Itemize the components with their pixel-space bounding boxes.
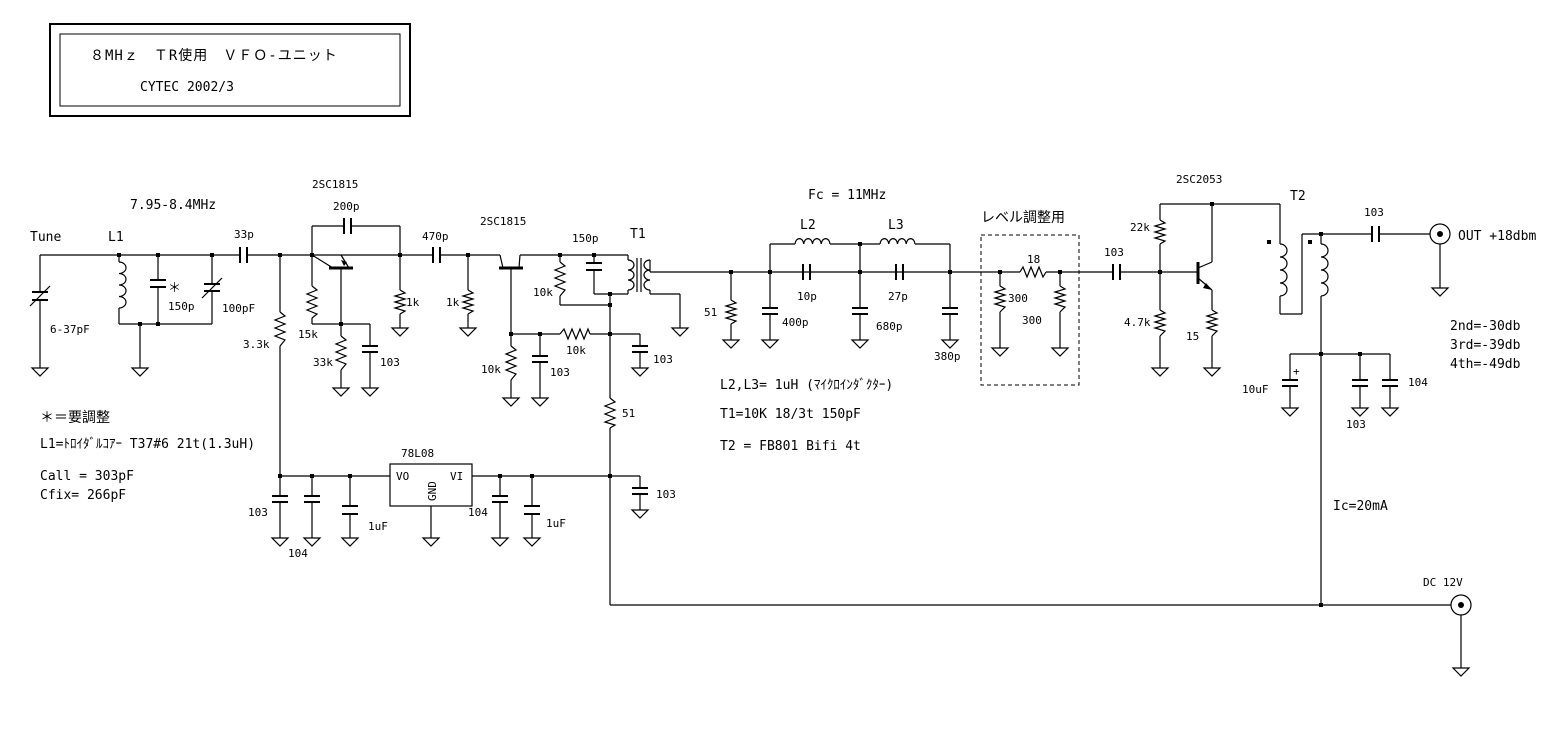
ic-label: Ic=20mA (1333, 499, 1388, 514)
r15k-label: 15k (298, 328, 318, 341)
out-label: OUT +18dbm (1458, 229, 1536, 244)
harmonic-3rd: 3rd=-39db (1450, 338, 1521, 353)
c104-reg-l-label: 104 (288, 547, 308, 560)
c104-reg-r-label: 104 (468, 506, 488, 519)
c470p-label: 470p (422, 230, 449, 243)
c10uf-label: 10uF (1242, 383, 1269, 396)
connectors (1429, 223, 1472, 616)
regulator-78l08: 78L08 VO VI GND (389, 447, 473, 507)
r1k-b-label: 1k (446, 296, 460, 309)
c103-out-label: 103 (1364, 206, 1384, 219)
c10p-label: 10p (797, 290, 817, 303)
note-l2-l3: L2,L3= 1uH (ﾏｲｸﾛｲﾝﾀﾞｸﾀｰ) (720, 378, 893, 393)
note-t2: T2 = FB801 Bifi 4t (720, 439, 861, 454)
r15-label: 15 (1186, 330, 1199, 343)
c103-b2-label: 103 (550, 366, 570, 379)
c1uf-l-label: 1uF (368, 520, 388, 533)
vc-100-label: 100pF (222, 302, 255, 315)
r10k-t1-label: 10k (533, 286, 553, 299)
vc-tune-label: 6-37pF (50, 323, 90, 336)
title-line2: CYTEC 2002/3 (140, 80, 234, 95)
regulator-vi: VI (450, 470, 463, 483)
c400p-label: 400p (782, 316, 809, 329)
c104-dec-label: 104 (1408, 376, 1428, 389)
note-call: Call = 303pF (40, 469, 134, 484)
asterisk-label: ＊ (168, 281, 181, 296)
resistors (273, 219, 1220, 429)
title-line1: ８MHｚ ＴR使用 ＶＦＯ-ユニット (90, 47, 338, 64)
c150p-tank-label: 150p (168, 300, 195, 313)
r51-ser-label: 51 (622, 407, 635, 420)
c150p-t1-label: 150p (572, 232, 599, 245)
r51-load-label: 51 (704, 306, 717, 319)
c103-51-label: 103 (656, 488, 676, 501)
r3-3k-label: 3.3k (243, 338, 270, 351)
r22k-label: 22k (1130, 221, 1150, 234)
harmonic-2nd: 2nd=-30db (1450, 319, 1521, 334)
c1uf-r-label: 1uF (546, 517, 566, 530)
capacitors: + (29, 218, 1398, 515)
t2-label: T2 (1290, 189, 1306, 204)
r300-b-label: 300 (1022, 314, 1042, 327)
harmonic-4th: 4th=-49db (1450, 357, 1521, 372)
r10k-h-label: 10k (566, 344, 586, 357)
tr3-label: 2SC2053 (1176, 173, 1222, 186)
level-adjust-box (980, 234, 1080, 386)
tr2-label: 2SC1815 (480, 215, 526, 228)
r10k-v-label: 10k (481, 363, 501, 376)
r300-a-label: 300 (1008, 292, 1028, 305)
note-l1: L1=ﾄﾛｲﾀﾞﾙｺｱｰ T37#6 21t(1.3uH) (40, 437, 255, 452)
transistors (311, 254, 1213, 291)
l2-label: L2 (800, 218, 816, 233)
tune-label: Tune (30, 230, 61, 245)
r18-label: 18 (1027, 253, 1040, 266)
component-labels: 7.95-8.4MHz Tune L1 33p 2SC1815 200p 470… (30, 173, 1536, 589)
l1-label: L1 (108, 230, 124, 245)
tr1-label: 2SC1815 (312, 178, 358, 191)
l3-label: L3 (888, 218, 904, 233)
regulator-vo: VO (396, 470, 409, 483)
regulator-gnd: GND (426, 481, 439, 501)
wires (39, 203, 1462, 662)
note-adjust: ＊＝要調整 (40, 410, 110, 426)
r1k-a-label: 1k (406, 296, 420, 309)
c103-dec-label: 103 (1346, 418, 1366, 431)
svg-text:+: + (1293, 365, 1300, 378)
c103-right-label: 103 (653, 353, 673, 366)
r4-7k-label: 4.7k (1124, 316, 1151, 329)
r33k-label: 33k (313, 356, 333, 369)
c103-couple-label: 103 (1104, 246, 1124, 259)
c103-bias-label: 103 (380, 356, 400, 369)
c103-reg-label: 103 (248, 506, 268, 519)
fc-label: Fc = 11MHz (808, 188, 886, 203)
note-t1: T1=10K 18/3t 150pF (720, 407, 861, 422)
c380p-label: 380p (934, 350, 961, 363)
t1-label: T1 (630, 227, 646, 242)
level-adjust-label: レベル調整用 (981, 210, 1065, 226)
c200p-label: 200p (333, 200, 360, 213)
dc-label: DC 12V (1423, 576, 1463, 589)
inductors (118, 238, 1329, 309)
notes: ＊＝要調整 L1=ﾄﾛｲﾀﾞﾙｺｱｰ T37#6 21t(1.3uH) Call… (40, 378, 893, 503)
title-block: ８MHｚ ＴR使用 ＶＦＯ-ユニット CYTEC 2002/3 (49, 23, 411, 117)
freq-range-label: 7.95-8.4MHz (130, 198, 216, 213)
note-cfix: Cfix= 266pF (40, 488, 126, 503)
c33p-label: 33p (234, 228, 254, 241)
regulator-label: 78L08 (401, 447, 434, 460)
junctions (117, 202, 1362, 607)
c27p-label: 27p (888, 290, 908, 303)
c680p-label: 680p (876, 320, 903, 333)
